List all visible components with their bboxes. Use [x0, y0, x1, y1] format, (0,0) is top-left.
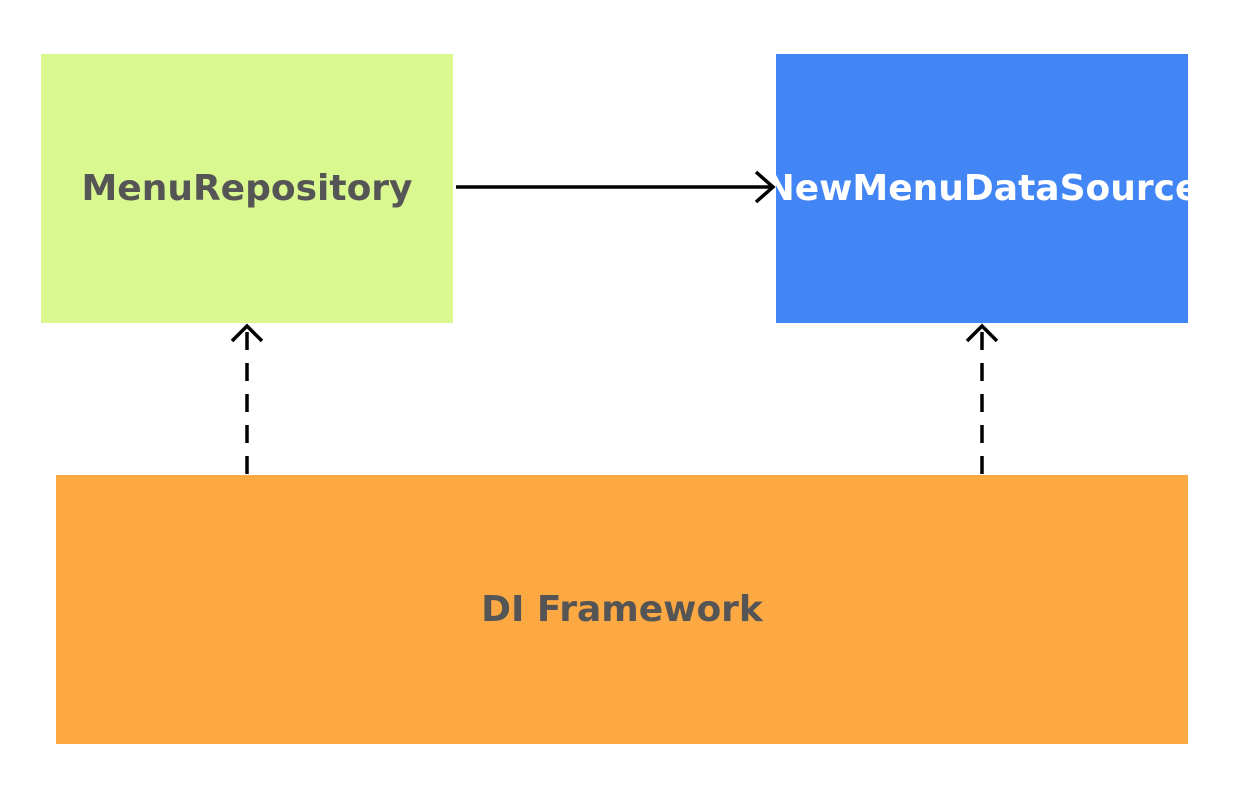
node-new-menu-data-source: NewMenuDataSource [765, 54, 1199, 323]
node-di-framework-label: DI Framework [481, 589, 763, 630]
edge-di-to-repo-arrowhead [230, 323, 264, 343]
node-new-menu-data-source-label: NewMenuDataSource [764, 168, 1200, 209]
edge-di-to-source-arrowhead [965, 323, 999, 343]
node-menu-repository-label: MenuRepository [81, 168, 413, 209]
node-menu-repository: MenuRepository [41, 54, 453, 323]
node-di-framework: DI Framework [56, 475, 1188, 744]
